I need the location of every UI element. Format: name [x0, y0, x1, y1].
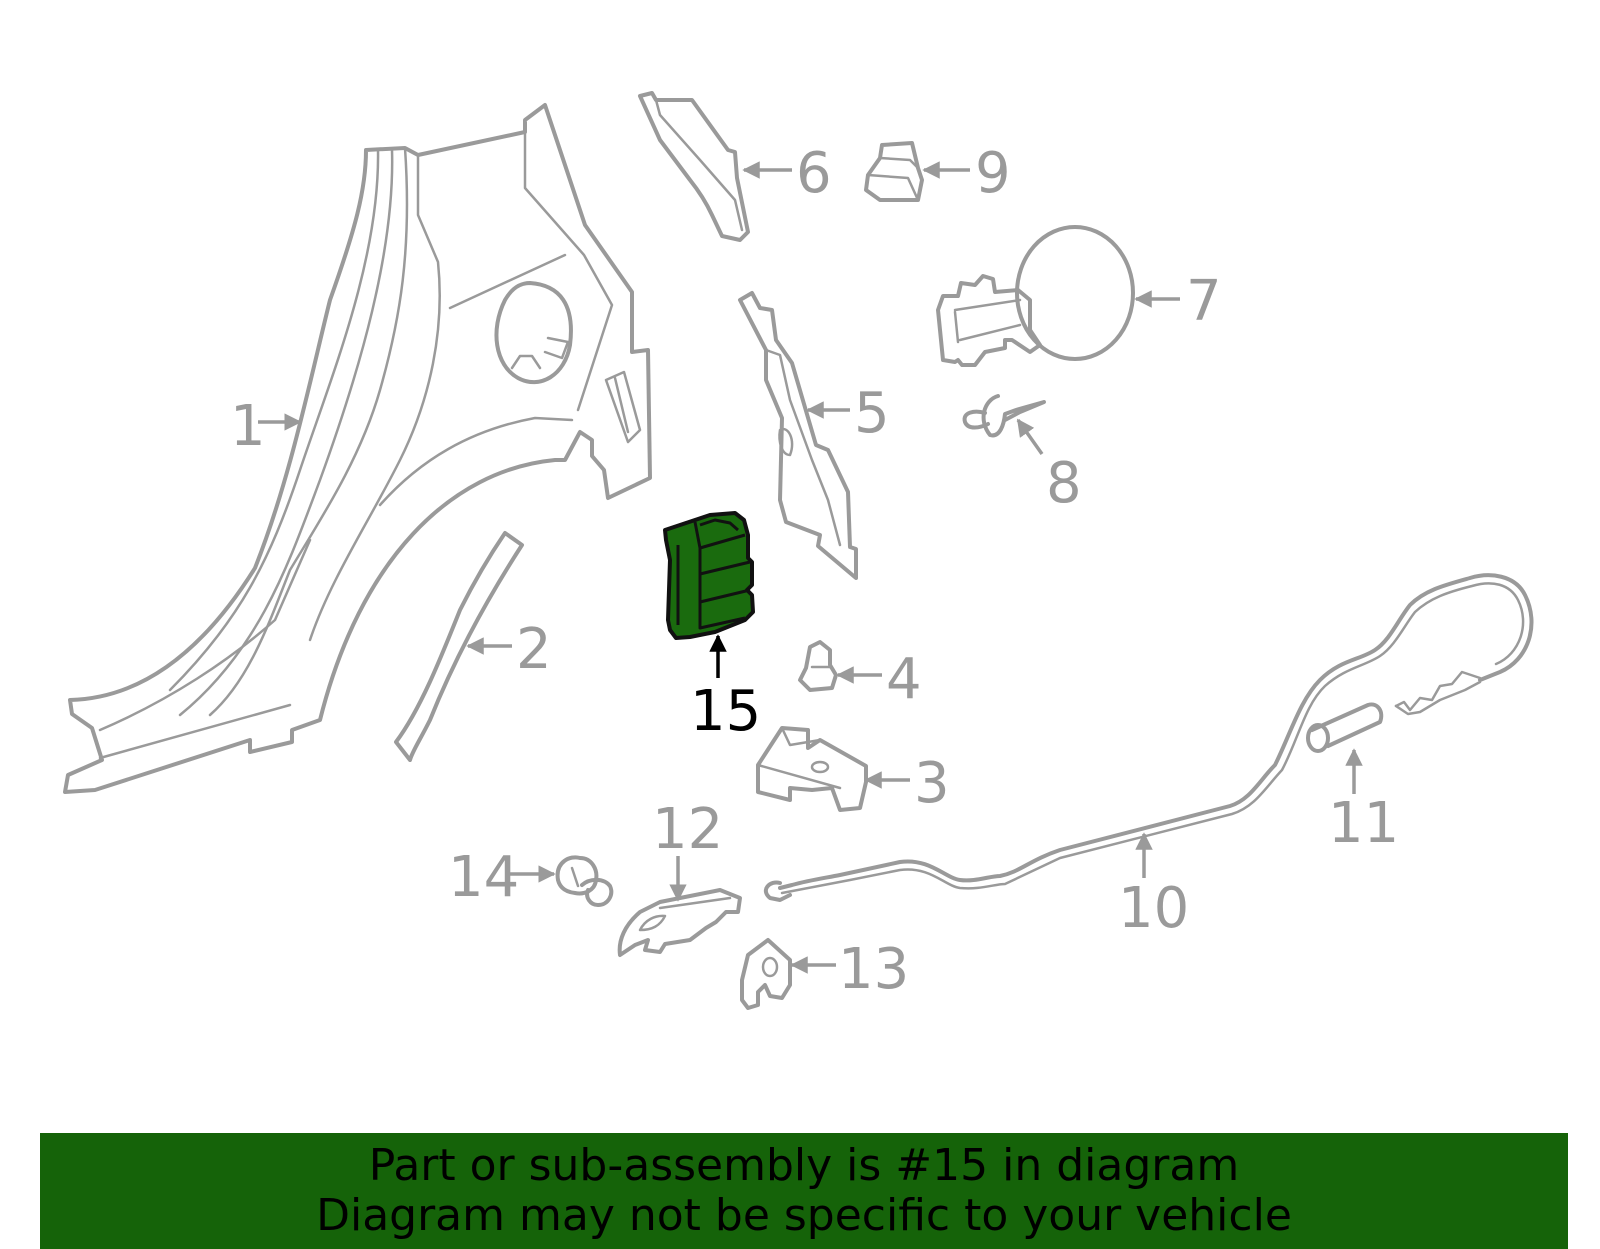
callout-4: 4: [886, 647, 922, 712]
info-banner: Part or sub-assembly is #15 in diagram D…: [40, 1133, 1568, 1249]
part-8-screw[interactable]: [962, 394, 1046, 438]
part-11-cable-end[interactable]: [1306, 702, 1384, 753]
part-10-release-cable[interactable]: [763, 573, 1534, 902]
callout-15: 15: [690, 679, 761, 744]
leader-arrows: [258, 161, 1363, 974]
callout-2: 2: [516, 617, 552, 682]
callout-5: 5: [854, 381, 890, 446]
part-13-retainer[interactable]: [740, 938, 792, 1010]
part-9-clip[interactable]: [864, 141, 924, 202]
banner-line-1: Part or sub-assembly is #15 in diagram: [368, 1140, 1240, 1191]
callout-3: 3: [914, 751, 950, 816]
callout-9: 9: [975, 141, 1011, 206]
banner-line-2: Diagram may not be specific to your vehi…: [316, 1190, 1292, 1241]
part-12-release-handle[interactable]: [617, 888, 742, 957]
part-6-gusset[interactable]: [638, 91, 750, 242]
part-2-molding-strip[interactable]: [394, 531, 524, 762]
part-14-bolt[interactable]: [555, 855, 614, 907]
callout-labels: 1 2 3 4 5 6 7 8 9 10 11 12 13 14 15: [230, 141, 1399, 1002]
callout-1: 1: [230, 394, 266, 459]
callout-14: 14: [448, 845, 519, 910]
callout-7: 7: [1186, 269, 1222, 334]
callout-6: 6: [796, 141, 832, 206]
part-7-fuel-door[interactable]: [936, 225, 1135, 367]
part-5-reinforcement[interactable]: [738, 291, 858, 580]
part-3-bracket[interactable]: [756, 726, 868, 812]
callout-8: 8: [1046, 451, 1082, 516]
part-4-clip[interactable]: [798, 640, 838, 692]
part-15-highlighted[interactable]: [663, 511, 755, 640]
arrow-8: [1016, 418, 1044, 456]
callout-11: 11: [1328, 791, 1399, 856]
part-1-quarter-panel[interactable]: [63, 103, 652, 794]
callout-12: 12: [652, 797, 723, 862]
callout-10: 10: [1118, 876, 1189, 941]
callout-13: 13: [838, 937, 909, 1002]
